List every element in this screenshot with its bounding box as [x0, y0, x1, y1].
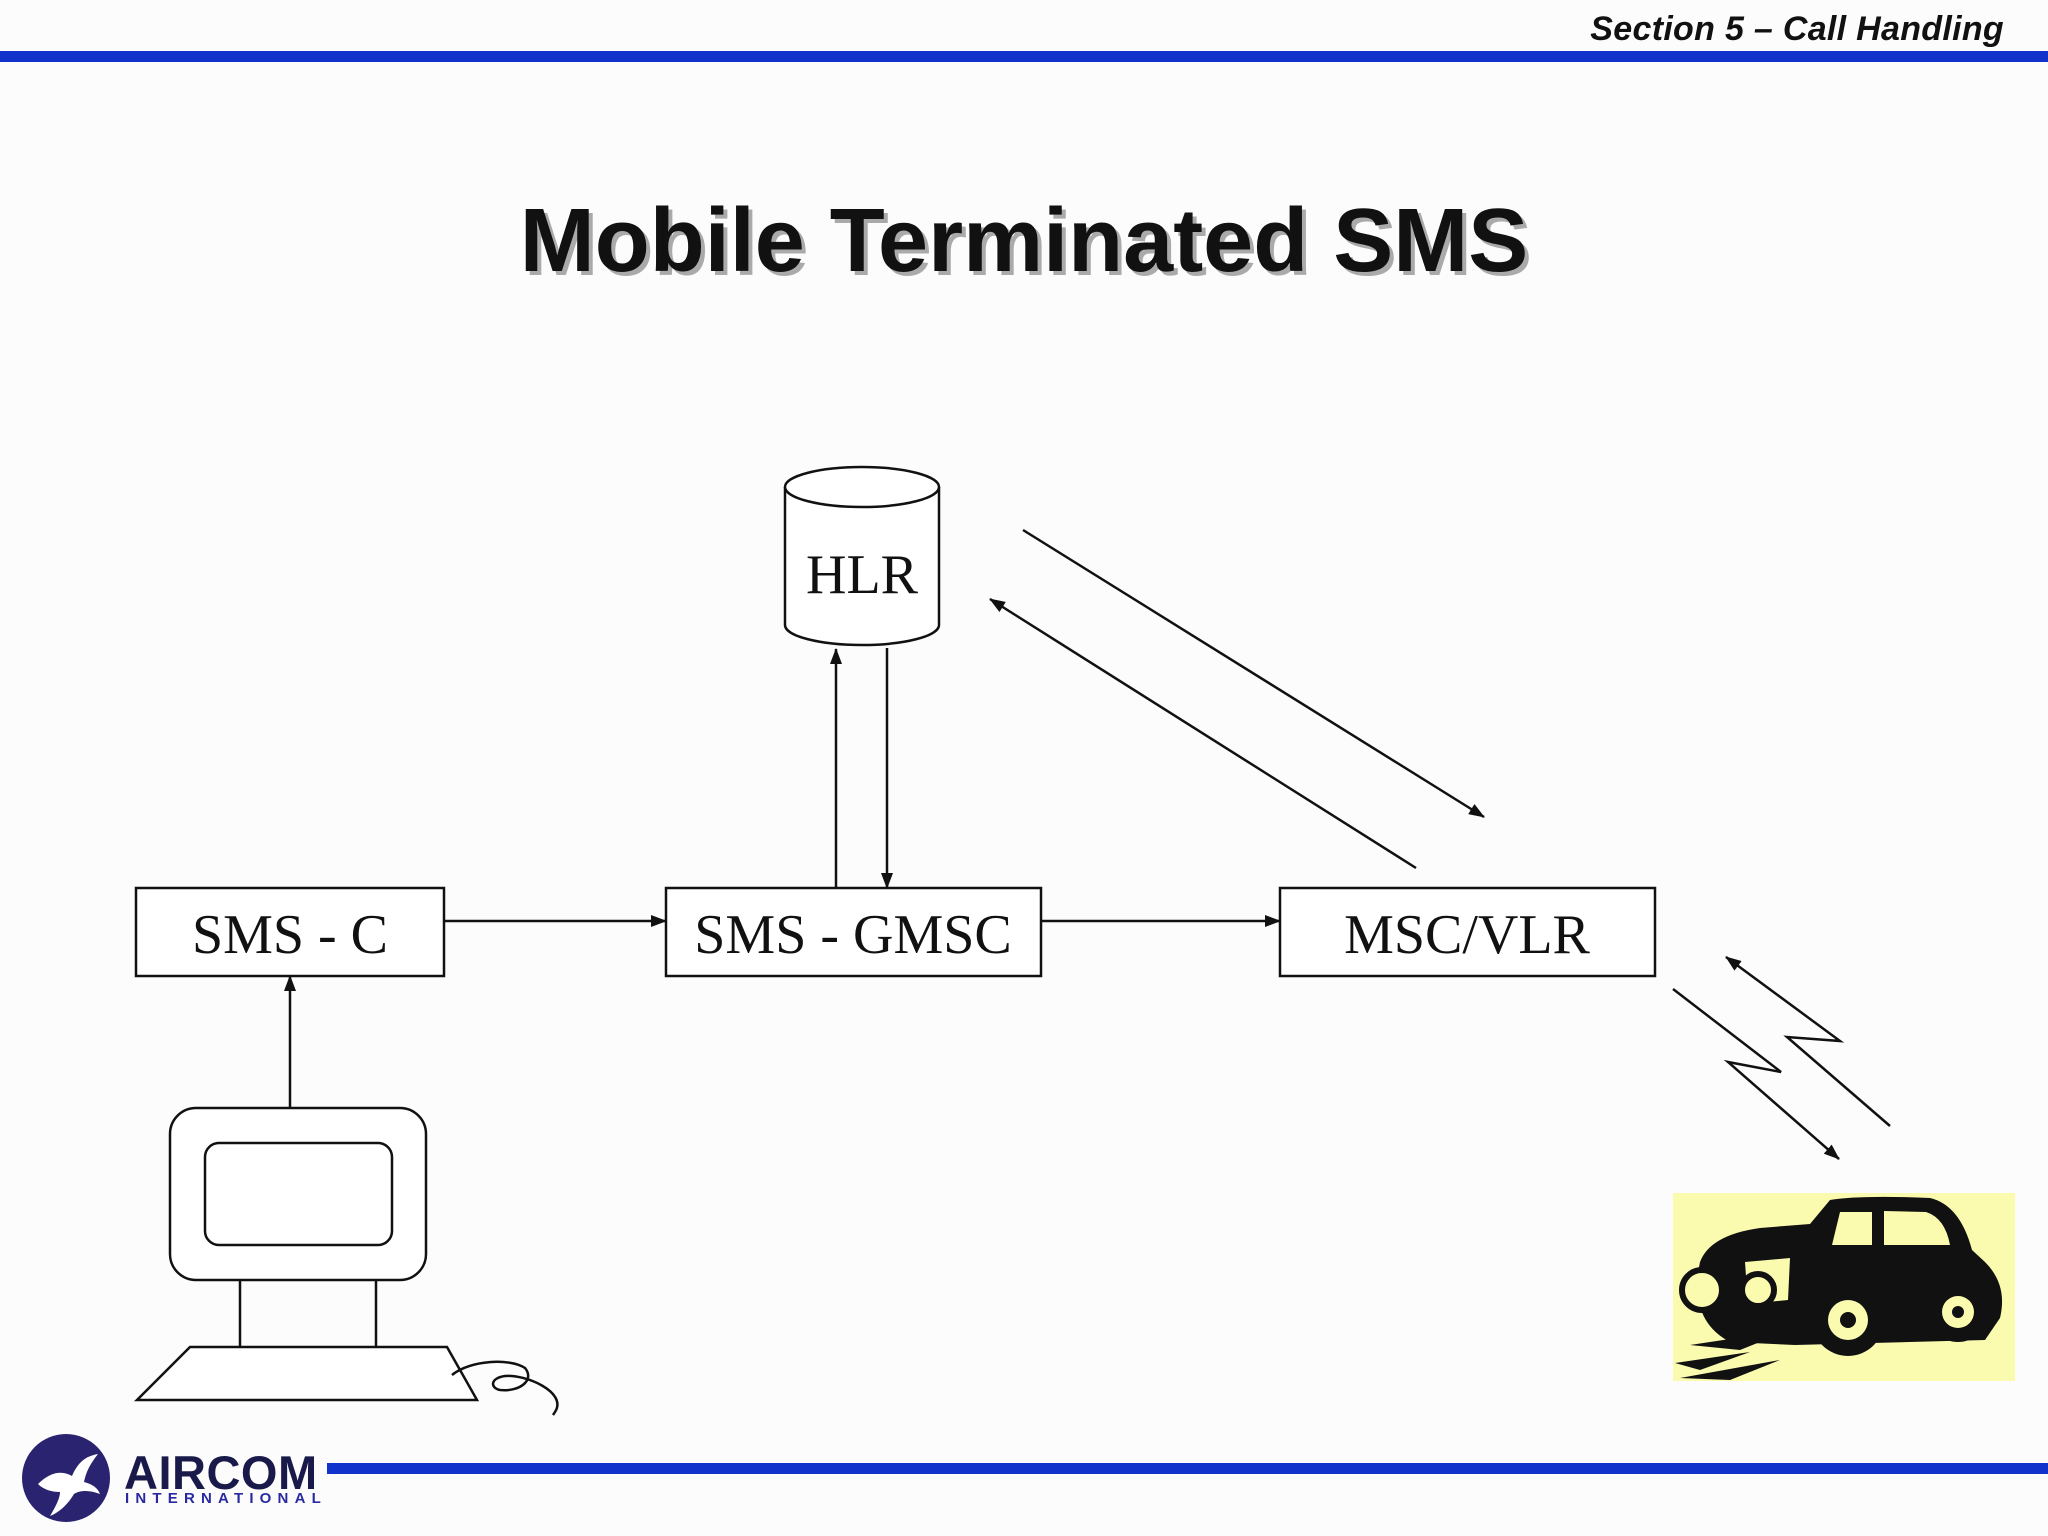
logo-subtitle: INTERNATIONAL — [125, 1490, 327, 1507]
radio-link-icon — [1672, 955, 1891, 1160]
sms-c-node: SMS - C — [134, 886, 446, 978]
hlr-database: HLR — [783, 465, 941, 647]
sms-gmsc-node: SMS - GMSC — [664, 886, 1043, 978]
sms-c-label: SMS - C — [192, 904, 388, 966]
slide-title: Mobile Terminated SMS — [519, 191, 1529, 291]
arrow-msc-to-hlr — [989, 597, 1417, 870]
msc-vlr-node: MSC/VLR — [1278, 886, 1657, 978]
msc-vlr-label: MSC/VLR — [1344, 904, 1590, 966]
aircom-logo-icon — [22, 1434, 110, 1522]
section-title: Section 5 – Call Handling — [1590, 10, 2004, 48]
hlr-label: HLR — [806, 544, 919, 606]
footer-rule — [327, 1463, 2048, 1474]
computer-terminal-icon — [133, 1106, 559, 1416]
car-icon — [1673, 1193, 2015, 1381]
header-rule — [0, 51, 2048, 62]
arrow-hlr-to-msc — [1022, 528, 1485, 819]
logo-wordmark: AIRCOM — [124, 1446, 318, 1499]
sms-gmsc-label: SMS - GMSC — [694, 904, 1011, 966]
